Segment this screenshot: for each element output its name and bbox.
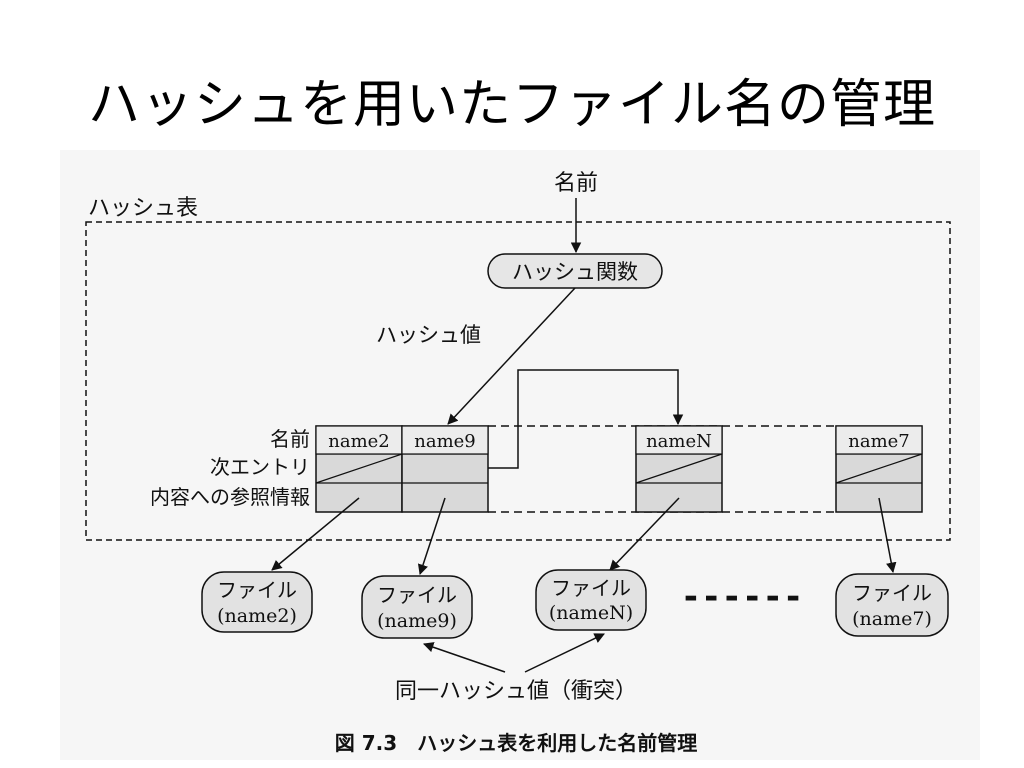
ellipsis-dashes: ------ bbox=[681, 577, 804, 617]
hash-table-frame bbox=[85, 221, 951, 541]
svg-text:ファイル: ファイル bbox=[852, 581, 932, 605]
row-label-name: 名前 bbox=[270, 427, 310, 451]
hash-table-label: ハッシュ表 bbox=[88, 196, 198, 221]
entry-name7: name7 bbox=[835, 425, 923, 513]
svg-text:(nameN): (nameN) bbox=[549, 602, 633, 624]
entry-nameN: nameN bbox=[635, 425, 723, 513]
ref-arrow-name2 bbox=[271, 497, 360, 571]
file-node-name9: ファイル (name9) bbox=[361, 575, 473, 639]
svg-text:ファイル: ファイル bbox=[217, 578, 297, 602]
ref-arrow-nameN bbox=[609, 497, 680, 571]
svg-text:ファイル: ファイル bbox=[377, 583, 457, 607]
ref-arrow-name9 bbox=[417, 497, 446, 575]
input-name-label: 名前 bbox=[554, 171, 598, 196]
svg-text:ファイル: ファイル bbox=[551, 576, 631, 600]
collision-arrow-right bbox=[524, 633, 605, 673]
svg-text:(name9): (name9) bbox=[377, 610, 457, 632]
hash-function-label: ハッシュ関数 bbox=[512, 260, 638, 284]
ref-arrow-name7 bbox=[878, 497, 897, 574]
svg-text:(name2): (name2) bbox=[217, 605, 297, 627]
collision-arrow-left bbox=[423, 642, 506, 673]
entry-name9-label: name9 bbox=[414, 431, 476, 452]
entry-nameN-label: nameN bbox=[646, 431, 712, 452]
row-label-next: 次エントリ bbox=[210, 455, 310, 479]
row-label-content: 内容への参照情報 bbox=[150, 485, 310, 509]
file-node-nameN: ファイル (nameN) bbox=[535, 569, 647, 631]
chain-link-arrow bbox=[488, 369, 684, 469]
file-node-name7: ファイル (name7) bbox=[835, 573, 949, 637]
entry-name9: name9 bbox=[401, 425, 489, 513]
figure-caption: 図 7.3 ハッシュ表を利用した名前管理 bbox=[335, 731, 697, 755]
svg-text:(name7): (name7) bbox=[852, 608, 932, 630]
entry-name7-label: name7 bbox=[848, 431, 910, 452]
hash-value-label: ハッシュ値 bbox=[376, 323, 481, 347]
collision-label: 同一ハッシュ値（衝突） bbox=[395, 679, 637, 704]
slide-title: ハッシュを用いたファイル名の管理 bbox=[87, 75, 936, 135]
file-node-name2: ファイル (name2) bbox=[201, 571, 313, 633]
scan-background bbox=[60, 150, 980, 760]
hash-value-arrow bbox=[447, 287, 576, 425]
entry-name2: name2 bbox=[315, 425, 403, 513]
entry-name2-label: name2 bbox=[328, 431, 390, 452]
